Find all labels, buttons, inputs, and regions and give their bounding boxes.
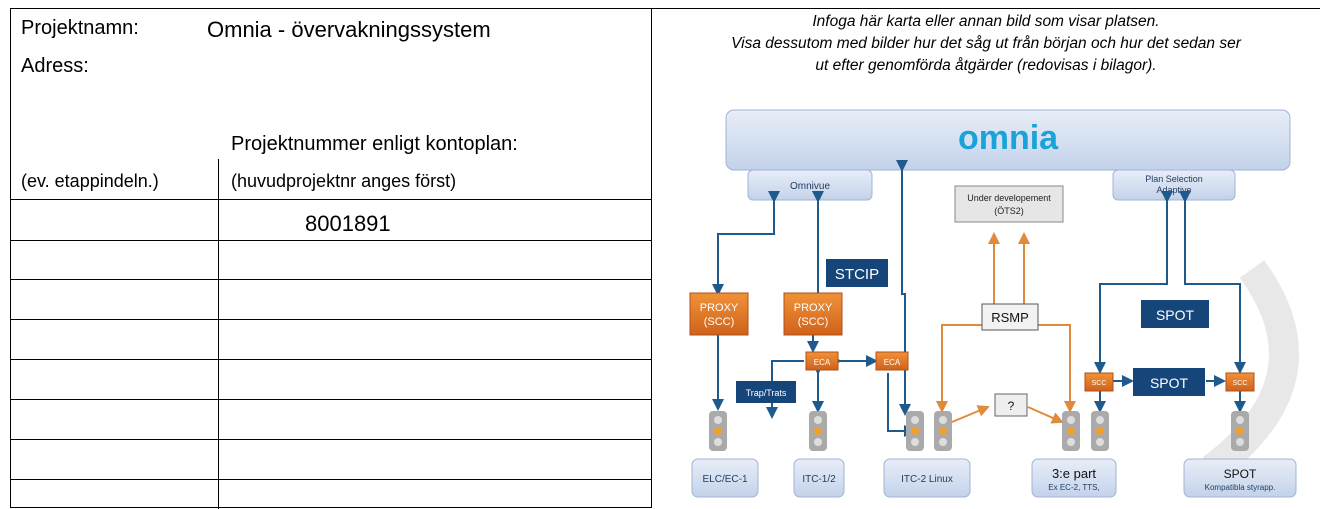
main-project-hint: (huvudprojektnr anges först): [231, 171, 457, 191]
form-row-line: [11, 240, 651, 241]
trap-label: Trap/Trats: [746, 388, 787, 398]
omnivue-label: Omnivue: [790, 181, 830, 192]
form-row-line: [11, 279, 651, 280]
trap-box: [736, 381, 796, 403]
spot-bottom-sub: Kompatibla styrapp.: [1205, 483, 1276, 492]
project-number-label: Projektnummer enligt kontoplan:: [231, 133, 518, 155]
form-divider-v: [218, 159, 219, 509]
rsmp-box: [981, 303, 1039, 331]
scc-1-box: [1084, 372, 1114, 392]
eca-2-label: ECA: [884, 358, 901, 367]
spot-bottom-box: [1183, 458, 1297, 498]
traffic-light-icon: [934, 411, 952, 451]
under-development-box: [954, 185, 1064, 223]
project-number-value: 8001891: [305, 211, 391, 236]
proxy-2-box: [783, 292, 843, 336]
eca-1-label: ECA: [814, 358, 831, 367]
traffic-light-icon: [1231, 411, 1249, 451]
traffic-light-icon: [906, 411, 924, 451]
project-name-value: Omnia - övervakningssystem: [207, 17, 491, 42]
form-row-line: [11, 319, 651, 320]
project-form: Projektnamn: Omnia - övervakningssystem …: [10, 8, 652, 509]
spot-mid-label: SPOT: [1150, 375, 1189, 391]
form-row-line: [11, 399, 651, 400]
omnia-box: [725, 109, 1291, 171]
eca-2-box: [875, 351, 909, 371]
stage-label: (ev. etappindeln.): [21, 171, 159, 191]
form-row-line: [11, 479, 651, 480]
proxy-2-sub: (SCC): [798, 316, 829, 328]
image-panel: Infoga här karta eller annan bild som vi…: [652, 8, 1320, 508]
form-row-line: [11, 439, 651, 440]
rsmp-label: RSMP: [991, 310, 1029, 325]
stcip-label: STCIP: [835, 266, 879, 283]
caption-line-2: Visa dessutom med bilder hur det såg ut …: [731, 35, 1241, 52]
scc-2-label: SCC: [1233, 380, 1248, 387]
traffic-light-icon: [709, 411, 727, 451]
traffic-light-icon: [809, 411, 827, 451]
elc-box: [691, 458, 759, 498]
proxy-1-sub: (SCC): [704, 316, 735, 328]
caption-line-3: ut efter genomförda åtgärder (redovisas …: [815, 57, 1157, 74]
system-diagram: omnia Omnivue Plan Selection Adaptive Un…: [689, 109, 1299, 498]
project-name-label: Projektnamn:: [21, 17, 139, 39]
proxy-1-label: PROXY: [700, 302, 739, 314]
scc-2-box: [1225, 372, 1255, 392]
third-party-sub: Ex EC-2, TTS,: [1048, 483, 1099, 492]
eca-1-box: [805, 351, 839, 371]
spot-bottom-label: SPOT: [1224, 467, 1257, 481]
address-label: Adress:: [21, 55, 89, 77]
third-party-box: [1031, 458, 1117, 498]
elc-label: ELC/EC-1: [702, 474, 747, 485]
question-box: [994, 393, 1028, 417]
itc2linux-label: ITC-2 Linux: [901, 474, 953, 485]
traffic-light-icon: [1062, 411, 1080, 451]
spot-top-label: SPOT: [1156, 307, 1195, 323]
plan-selection-label: Plan Selection: [1145, 174, 1203, 184]
form-row-line: [11, 359, 651, 360]
under-development-sub: (ÖTS2): [994, 206, 1024, 216]
under-development-label: Under developement: [967, 193, 1051, 203]
third-party-label: 3:e part: [1052, 466, 1096, 481]
scc-1-label: SCC: [1092, 380, 1107, 387]
itc2linux-box: [883, 458, 971, 498]
itc12-box: [793, 458, 845, 498]
proxy-2-label: PROXY: [794, 302, 833, 314]
spot-top-box: [1141, 300, 1209, 328]
traffic-light-icon: [1091, 411, 1109, 451]
omnia-logo: omnia: [958, 119, 1059, 157]
question-label: ?: [1008, 399, 1015, 413]
itc12-label: ITC-1/2: [802, 474, 836, 485]
stcip-box: [826, 259, 888, 287]
caption-line-1: Infoga här karta eller annan bild som vi…: [812, 13, 1160, 30]
form-row-line: [11, 199, 651, 200]
proxy-1-box: [689, 292, 749, 336]
spot-mid-box: [1133, 368, 1205, 396]
plan-selection-sub: Adaptive: [1156, 185, 1191, 195]
